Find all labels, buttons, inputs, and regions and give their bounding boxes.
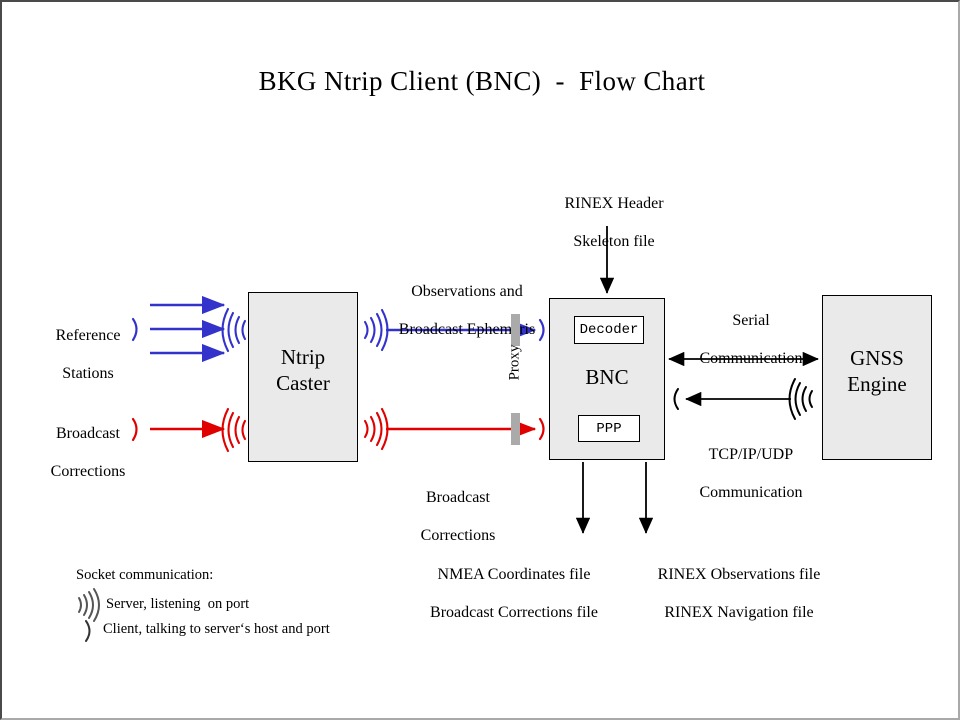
proxy-bar-upper	[511, 314, 520, 346]
label-output-right-line2: RINEX Navigation file	[664, 603, 814, 621]
label-serial-communication: Serial Communication	[683, 293, 802, 387]
label-tcpip-line2: Communication	[699, 483, 803, 501]
node-gnss-engine-label: GNSS Engine	[823, 346, 931, 397]
label-tcpip-line1: TCP/IP/UDP	[708, 445, 794, 463]
page-title: BKG Ntrip Client (BNC) - Flow Chart	[258, 66, 706, 96]
label-broadcast-corrections-flow: Broadcast Corrections	[405, 470, 496, 564]
label-observations-line1: Observations and	[411, 282, 523, 300]
legend-server-label: Server, listening on port	[106, 596, 250, 612]
node-gnss-engine-line1: GNSS	[850, 346, 904, 370]
label-tcpip-communication: TCP/IP/UDP Communication	[683, 427, 802, 521]
label-output-left-line2: Broadcast Corrections file	[430, 603, 598, 621]
label-reference-stations: Reference Stations	[40, 308, 121, 402]
label-broadcast-corrections-input: Broadcast Corrections	[35, 406, 126, 500]
node-ntrip-caster[interactable]: Ntrip Caster	[248, 292, 358, 462]
label-output-left-line1: NMEA Coordinates file	[437, 565, 591, 583]
node-bnc[interactable]: Decoder BNC PPP	[549, 298, 665, 460]
proxy-label: Proxy	[506, 344, 523, 381]
legend-client-icon	[85, 620, 91, 642]
node-ntrip-caster-line1: Ntrip	[280, 345, 326, 369]
label-rinex-header-line2: Skeleton file	[573, 232, 655, 250]
label-serial-line2: Communication	[699, 349, 803, 367]
client-socket-icon-bnc-observations	[538, 318, 545, 342]
node-ntrip-caster-line2: Caster	[276, 370, 330, 395]
server-socket-icon-caster-in	[221, 307, 247, 353]
node-ntrip-caster-label: Ntrip Caster	[249, 345, 357, 396]
proxy-bar-lower	[511, 413, 520, 445]
arrow-reference-stations	[150, 295, 226, 363]
legend-server-icon	[78, 588, 100, 622]
legend-heading: Socket communication:	[76, 567, 214, 583]
node-bnc-decoder[interactable]: Decoder	[574, 316, 644, 344]
node-gnss-engine[interactable]: GNSS Engine	[822, 295, 932, 460]
client-socket-icon-reference-stations	[131, 317, 138, 342]
server-socket-icon-caster-corrections	[221, 407, 247, 453]
label-rinex-header-skeleton: RINEX Header Skeleton file	[548, 176, 663, 270]
label-output-left: NMEA Coordinates file Broadcast Correcti…	[414, 547, 598, 641]
legend-client-label: Client, talking to server‘s host and por…	[103, 621, 330, 637]
label-broadcast-corrections-flow-line2: Corrections	[420, 526, 496, 544]
client-socket-icon-broadcast-corrections	[131, 417, 138, 442]
node-gnss-engine-line2: Engine	[847, 371, 907, 396]
node-bnc-ppp[interactable]: PPP	[578, 415, 640, 442]
client-socket-icon-bnc-tcpip	[673, 388, 679, 410]
label-reference-stations-line1: Reference	[55, 326, 121, 344]
label-serial-line1: Serial	[732, 311, 770, 329]
client-socket-icon-bnc-corrections	[538, 417, 545, 441]
label-reference-stations-line2: Stations	[62, 364, 114, 382]
label-output-right-line1: RINEX Observations file	[657, 565, 821, 583]
node-bnc-label: BNC	[585, 365, 629, 389]
label-output-right: RINEX Observations file RINEX Navigation…	[642, 547, 821, 641]
label-rinex-header-line1: RINEX Header	[564, 194, 664, 212]
label-broadcast-corrections-input-line2: Corrections	[50, 462, 126, 480]
server-socket-icon-caster-out-corrections	[363, 407, 389, 451]
label-broadcast-corrections-flow-line1: Broadcast	[426, 488, 490, 506]
label-broadcast-corrections-input-line1: Broadcast	[56, 424, 120, 442]
